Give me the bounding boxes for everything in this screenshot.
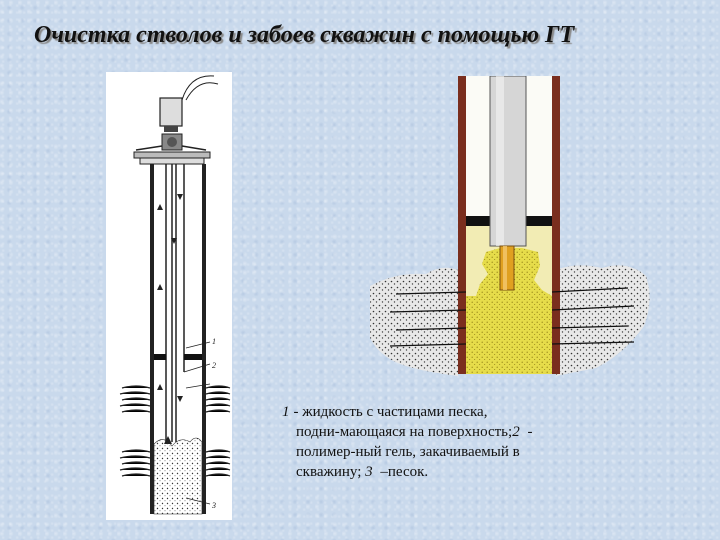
caption-number-3: 3 (365, 464, 373, 480)
figure-caption: 1 - жидкость с частицами песка, подни-ма… (282, 402, 622, 482)
caption-line4-tail: –песок. (376, 464, 429, 480)
caption-line2-text: подни-мающаяся на поверхность; (296, 424, 513, 440)
caption-line4-text: скважину; (296, 464, 362, 480)
slide-title: Очистка стволов и забоев скважин с помощ… (34, 22, 575, 48)
crosssection-drawing (370, 76, 650, 376)
caption-line-2: подни-мающаяся на поверхность;2 - (282, 422, 622, 442)
label-3: 3 (211, 501, 216, 510)
caption-item1-text: - жидкость с частицами песка, (293, 404, 488, 420)
caption-line2-tail: - (523, 424, 533, 440)
caption-number-1: 1 (282, 404, 290, 420)
caption-line-4: скважину; 3 –песок. (282, 462, 622, 482)
label-2: 2 (212, 361, 216, 370)
caption-line-1: 1 - жидкость с частицами песка, (282, 402, 622, 422)
sand-plug-crosssection-figure (366, 76, 656, 376)
well-schematic-drawing: 1 2 3 (119, 75, 231, 515)
label-1: 1 (212, 337, 216, 346)
well-schematic-figure: 1 2 3 (106, 72, 232, 520)
caption-number-2: 2 (512, 424, 520, 440)
caption-line-3: полимер-ный гель, закачиваемый в (296, 444, 520, 460)
